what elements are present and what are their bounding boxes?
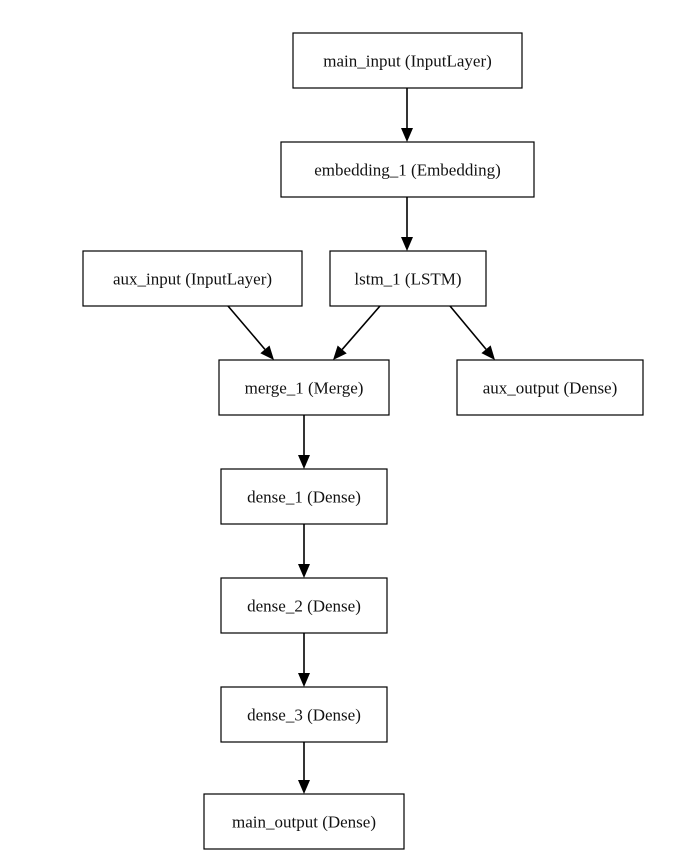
node-main-input-label: main_input (InputLayer) [323,52,492,71]
node-aux-input-box [82,250,303,307]
node-dense-2-label: dense_2 (Dense) [247,597,361,616]
node-dense-2: dense_2 (Dense) [220,577,388,634]
node-main-output-label: main_output (Dense) [232,813,376,832]
arrowhead-icon [298,780,310,794]
node-dense-3-label: dense_3 (Dense) [247,706,361,725]
node-main-output-box [203,793,405,850]
node-lstm-1-box [329,250,487,307]
edge-embedding-1-to-lstm-1 [401,197,413,251]
edge-lstm-1-to-aux-output [449,305,495,360]
edge-main-input-to-embedding-1 [401,88,413,142]
node-embedding-1-box [280,141,535,198]
node-dense-1-label: dense_1 (Dense) [247,488,361,507]
arrowhead-icon [401,128,413,142]
edge-dense-1-to-dense-2 [298,524,310,578]
edge-dense-2-to-dense-3 [298,633,310,687]
edge-aux-input-to-merge-1-line [227,305,266,350]
edge-lstm-1-to-aux-output-line [449,305,487,350]
node-aux-output-label: aux_output (Dense) [483,379,618,398]
arrowhead-icon [333,345,347,360]
node-embedding-1: embedding_1 (Embedding) [280,141,535,198]
node-dense-1: dense_1 (Dense) [220,468,388,525]
node-main-input-box [292,32,523,89]
node-embedding-1-label: embedding_1 (Embedding) [314,161,501,180]
node-merge-1-box [218,359,390,416]
arrowhead-icon [401,237,413,251]
node-dense-3: dense_3 (Dense) [220,686,388,743]
edge-dense-3-to-main-output [298,742,310,794]
node-main-output: main_output (Dense) [203,793,405,850]
node-dense-1-box [220,468,388,525]
arrowhead-icon [298,564,310,578]
node-dense-3-box [220,686,388,743]
node-merge-1-label: merge_1 (Merge) [245,379,364,398]
node-aux-output-box [456,359,644,416]
node-aux-input-label: aux_input (InputLayer) [113,270,272,289]
node-aux-output: aux_output (Dense) [456,359,644,416]
arrowhead-icon [298,673,310,687]
edge-lstm-1-to-merge-1 [333,305,381,360]
nodes-layer: main_input (InputLayer) embedding_1 (Emb… [82,32,644,850]
edge-lstm-1-to-merge-1-line [341,305,381,350]
edge-aux-input-to-merge-1 [227,305,274,360]
arrowhead-icon [481,345,495,360]
node-dense-2-box [220,577,388,634]
node-main-input: main_input (InputLayer) [292,32,523,89]
node-lstm-1-label: lstm_1 (LSTM) [354,270,461,289]
node-aux-input: aux_input (InputLayer) [82,250,303,307]
node-merge-1: merge_1 (Merge) [218,359,390,416]
edges-layer [227,88,495,794]
arrowhead-icon [298,455,310,469]
arrowhead-icon [260,345,274,360]
edge-merge-1-to-dense-1 [298,415,310,469]
node-lstm-1: lstm_1 (LSTM) [329,250,487,307]
